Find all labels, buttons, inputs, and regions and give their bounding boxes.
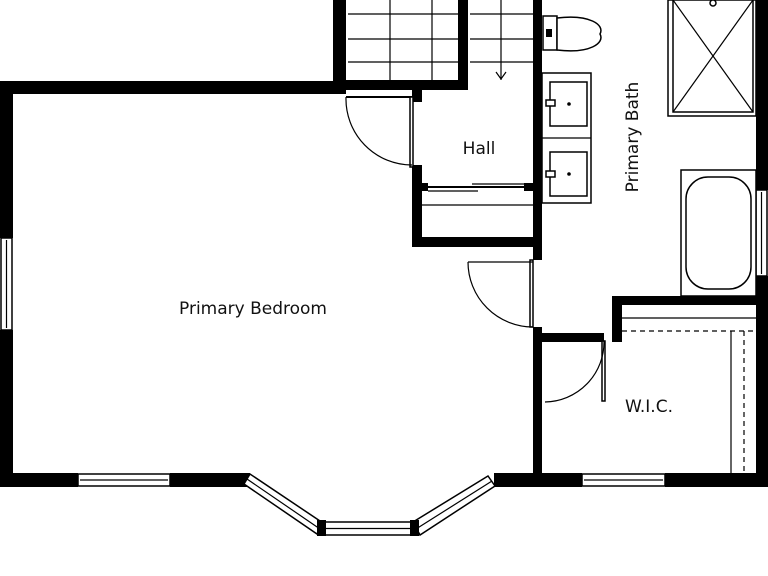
- room-label-primary-bedroom: Primary Bedroom: [179, 299, 327, 319]
- toilet-icon: [542, 15, 602, 52]
- room-label-primary-bath: Primary Bath: [623, 82, 643, 193]
- window-icon: [0, 189, 768, 537]
- walls: [0, 0, 768, 487]
- shower-icon: [667, 0, 757, 117]
- stair-arrow-icon: [495, 71, 507, 81]
- sink-icon: [541, 72, 592, 204]
- room-label-wic: W.I.C.: [625, 397, 673, 417]
- room-label-hall: Hall: [463, 139, 496, 159]
- closet-shelving: [622, 317, 756, 473]
- door-swing-icon: [345, 96, 606, 403]
- stairs: [348, 0, 534, 81]
- bathtub-icon: [680, 169, 757, 297]
